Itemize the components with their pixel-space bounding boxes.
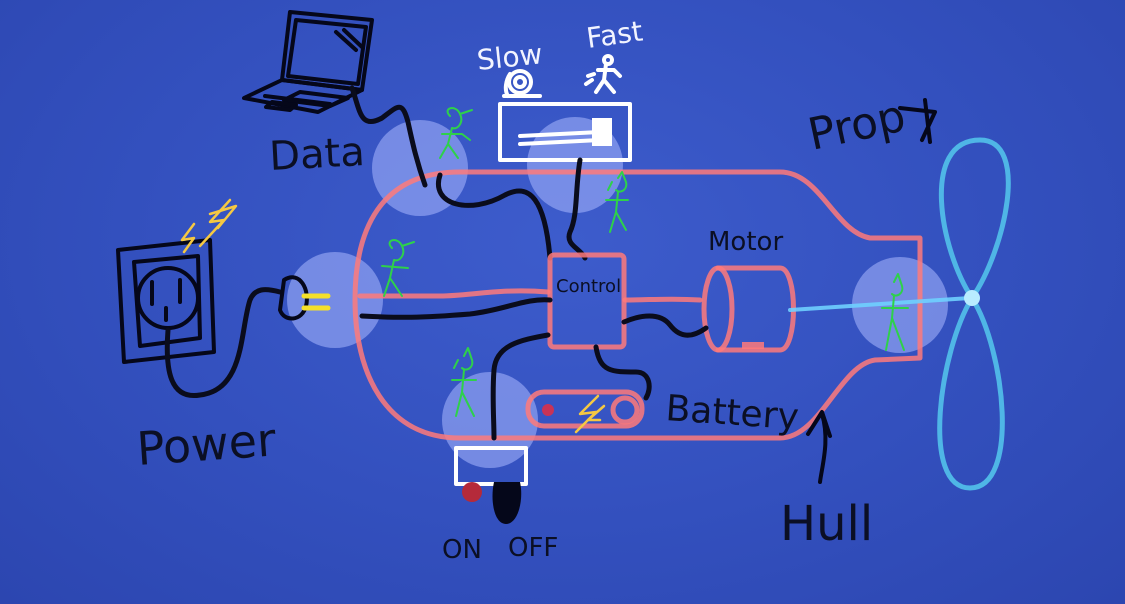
propeller-shaft (788, 296, 972, 312)
hull-arrow (806, 410, 832, 484)
switch-wire (490, 332, 551, 441)
slider-wire-right (566, 157, 588, 261)
running-person-icon (584, 54, 622, 94)
label-data: Data (268, 129, 366, 180)
hull-shaft-line (622, 296, 703, 303)
label-off: OFF (508, 533, 558, 563)
label-power: Power (135, 412, 278, 476)
on-off-switch (454, 446, 528, 524)
control-box (547, 252, 627, 350)
motor-wire (621, 313, 709, 338)
lightning-bolt-icon (180, 198, 238, 254)
elf-icon (439, 107, 473, 159)
slider-wire-left (435, 172, 553, 261)
label-fast: Fast (584, 14, 644, 55)
label-slow: Slow (475, 37, 544, 77)
battery (525, 389, 645, 434)
propeller-icon (937, 137, 1011, 491)
laptop-icon (242, 10, 374, 114)
label-battery: Battery (664, 388, 800, 438)
prop-arrow (898, 98, 937, 144)
speed-slider (498, 102, 632, 162)
power-wire-inside (359, 297, 553, 320)
label-control: Control (556, 276, 621, 297)
label-prop: Prop (804, 91, 910, 161)
snail-icon (502, 69, 542, 98)
power-cord (164, 287, 283, 399)
label-on: ON (442, 535, 482, 565)
hull-outline (352, 169, 923, 441)
hull-inner-line (357, 288, 551, 299)
elf-icon (605, 171, 629, 233)
elf-icon (381, 239, 415, 297)
elf-icon (451, 347, 477, 417)
power-outlet-icon (116, 238, 216, 364)
battery-wire (593, 344, 652, 401)
elf-icon (881, 273, 909, 351)
plug-icon (278, 275, 331, 321)
laptop-wire (349, 85, 428, 188)
label-motor: Motor (708, 227, 783, 257)
motor (701, 265, 796, 353)
label-hull: Hull (780, 496, 873, 552)
